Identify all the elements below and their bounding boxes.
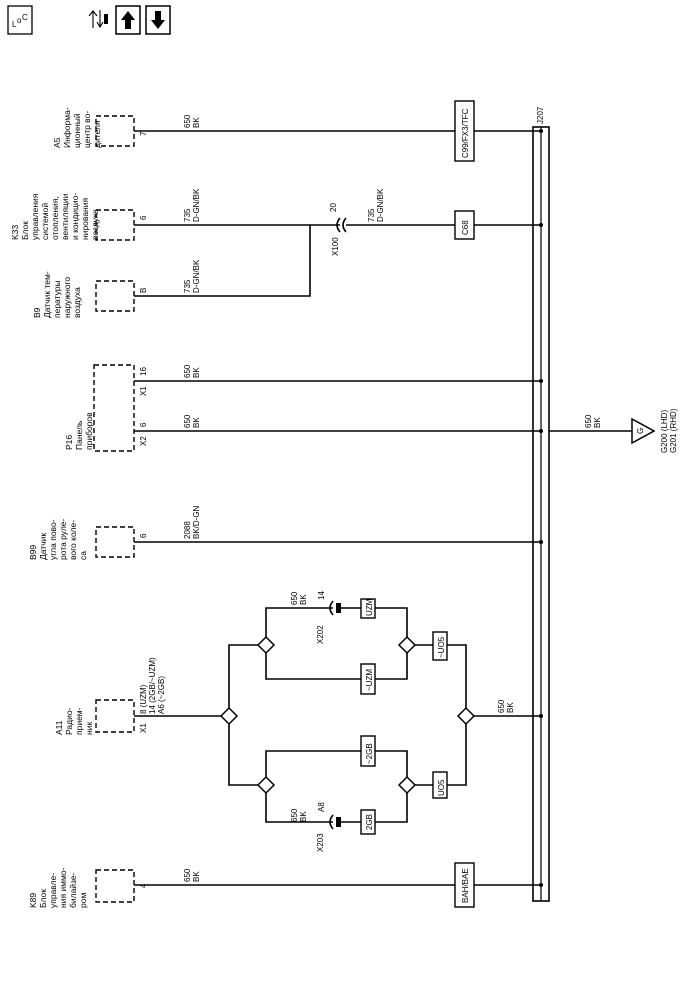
svg-text:X202: X202 [316,625,325,644]
pin-label: B [139,288,148,293]
svg-text:D-GN/BK: D-GN/BK [376,188,385,222]
wire-b9 [134,225,311,297]
svg-text:UZM: UZM [365,598,374,616]
component-p16: P16 Панель приборов 16 X1 6 X2 [64,364,148,452]
svg-text:X100: X100 [331,237,340,256]
svg-text:X1: X1 [139,723,148,733]
svg-text:650: 650 [183,364,192,378]
wire-color: D-GN/BK [192,259,201,293]
wire-number: 650 [183,868,192,882]
wire-number: 2088 [183,521,192,539]
svg-text:BK: BK [506,702,515,713]
component-k33: K33 Блок управления системой отопления, … [10,190,148,241]
svg-text:650: 650 [497,699,506,713]
connector-tool-icon[interactable] [88,10,108,29]
wire-number: 650 [183,114,192,128]
bus-j207: J207 [532,106,550,902]
wire-number: 735 [183,279,192,293]
svg-text:8 (UZM): 8 (UZM) [139,684,148,714]
component-b99: B99 Датчик угла пово- рота руле- вого ко… [28,516,148,560]
component-k89: K89 Блок управле- ния иммо- билайзе- ром… [28,865,148,908]
pin-label: 7 [139,131,148,136]
svg-text:BK: BK [299,594,308,605]
component-a11: A11 Радио- прием- ник X1 8 (UZM) 14 (2GB… [54,657,166,735]
svg-text:BK: BK [192,367,201,378]
svg-text:650: 650 [290,591,299,605]
svg-text:20: 20 [329,203,338,212]
svg-text:6: 6 [139,422,148,427]
option-box-bah: BAH/BAE [454,862,475,908]
wire-color: BK/D-GN [192,505,201,539]
svg-text:C: C [22,13,28,22]
svg-text:650: 650 [290,808,299,822]
svg-text:X2: X2 [139,436,148,446]
option-box-not-uo5 [432,631,448,661]
svg-text:G201 (RHD): G201 (RHD) [669,408,678,453]
component-a5: A5 Информа- ционный центр во- дителя 7 [52,105,148,148]
svg-text:C99/FX3/TFC: C99/FX3/TFC [461,108,470,158]
svg-text:~UZM: ~UZM [365,669,374,691]
svg-text:~2GB: ~2GB [365,743,374,764]
svg-text:BK: BK [299,811,308,822]
svg-text:G200 (LHD): G200 (LHD) [660,410,669,453]
pin-label: 6 [139,533,148,538]
bus-label: J207 [536,106,545,124]
component-label: P16 Панель приборов [64,412,94,450]
pin-label: 6 [139,215,148,220]
svg-text:X203: X203 [316,833,325,852]
svg-text:X1: X1 [139,386,148,396]
svg-text:735: 735 [367,208,376,222]
splice-x100: 20 X100 735 D-GN/BK [310,188,541,256]
svg-text:650: 650 [584,414,593,428]
svg-text:BK: BK [192,417,201,428]
wire-color: BK [192,871,201,882]
bus-junctions [539,129,543,887]
component-label: B99 Датчик угла пово- рота руле- вого ко… [28,516,88,560]
wire-color: D-GN/BK [192,188,201,222]
svg-text:UO5: UO5 [437,779,446,796]
component-label: A5 Информа- ционный центр во- дителя [52,105,102,148]
option-box-c99: C99/FX3/TFC [454,100,475,162]
svg-text:14: 14 [317,591,326,600]
svg-text:G: G [636,428,645,434]
svg-text:16: 16 [139,367,148,376]
component-label: B9 Датчик тем- пературы наружного воздух… [32,269,82,318]
arrow-up-icon[interactable] [115,5,141,35]
svg-text:A8: A8 [317,802,326,812]
component-label: A11 Радио- прием- ник [54,705,94,735]
svg-text:C68: C68 [461,220,470,235]
svg-text:A6 (~2GB): A6 (~2GB) [157,676,166,714]
component-label: K89 Блок управле- ния иммо- билайзе- ром [28,865,88,908]
option-box-c68: C68 [454,210,475,240]
radio-option-network: UZM ~UZM ~UO5 650 BK 14 X202 ~2GB 2GB UO… [134,591,541,852]
svg-text:2GB: 2GB [365,814,374,830]
svg-text:o: o [17,16,22,25]
svg-text:BK: BK [593,417,602,428]
svg-text:14 (2GB/~UZM): 14 (2GB/~UZM) [148,657,157,714]
wire-number: 735 [183,208,192,222]
svg-text:~UO5: ~UO5 [437,636,446,658]
arrow-down-icon[interactable] [145,5,171,35]
ground-g200: G 650 BK G200 (LHD) G201 (RHD) [549,408,678,453]
component-b9: B9 Датчик тем- пературы наружного воздух… [32,269,148,318]
svg-text:L: L [12,20,17,29]
svg-text:BAH/BAE: BAH/BAE [461,868,470,903]
component-label: K33 Блок управления системой отопления, … [10,190,100,240]
svg-text:650: 650 [183,414,192,428]
ground-locator-icon[interactable]: L o C [7,5,33,35]
wire-color: BK [192,117,201,128]
